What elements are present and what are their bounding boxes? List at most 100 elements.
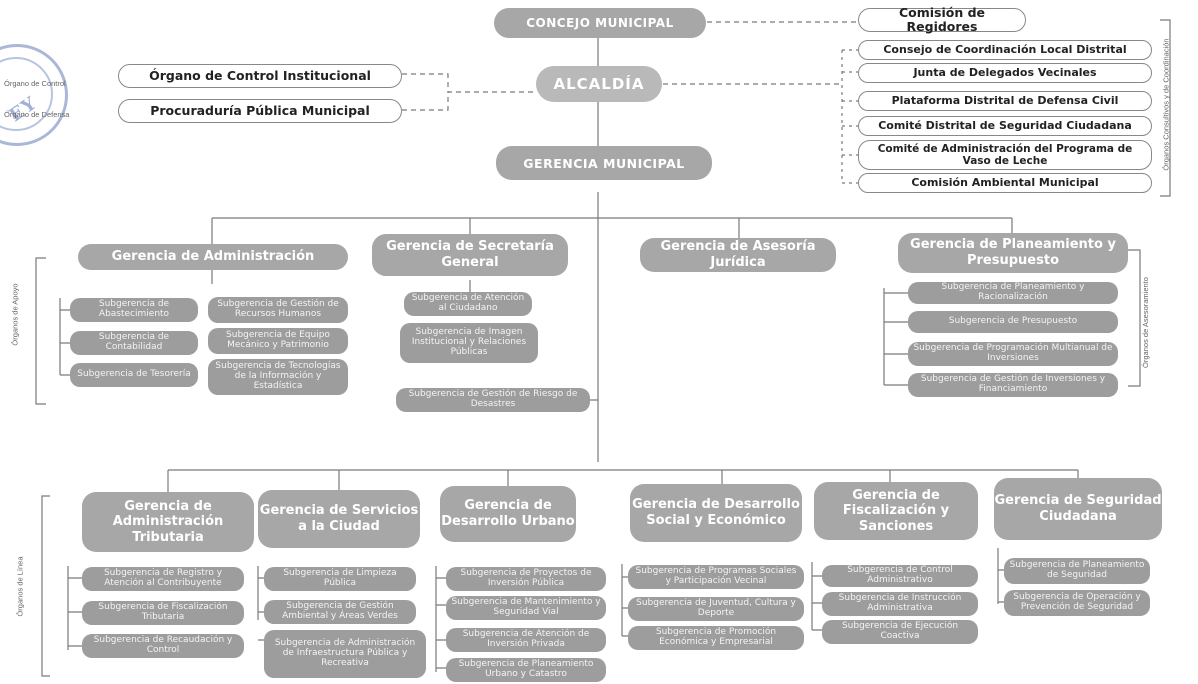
- linea-3-sub-2: Subgerencia de Promoción Económica y Emp…: [628, 626, 804, 650]
- side-label-apoyo: Órganos de Apoyo: [10, 283, 20, 346]
- procuraduria-box: Procuraduría Pública Municipal: [118, 99, 402, 123]
- gerencia-planeamiento-label: Gerencia de Planeamiento y Presupuesto: [910, 237, 1116, 268]
- gerencia-planeamiento-box: Gerencia de Planeamiento y Presupuesto: [898, 233, 1128, 273]
- level2-bus: [167, 469, 1079, 492]
- subgerencia-label: Subgerencia de Presupuesto: [948, 316, 1078, 327]
- subgerencia-label: Subgerencia de Tesorería: [77, 369, 191, 380]
- subgerencia-label: Subgerencia de Planeamiento y Racionaliz…: [941, 282, 1085, 302]
- admin-sub-4: Subgerencia de Equipo Mecánico y Patrimo…: [208, 328, 348, 354]
- subgerencia-label: Subgerencia de Gestión de Riesgo de Desa…: [408, 389, 578, 409]
- subgerencia-label: Subgerencia de Tecnologías de la Informa…: [215, 361, 341, 391]
- consultivo-item-5: Comisión Ambiental Municipal: [858, 173, 1152, 193]
- subgerencia-label: Subgerencia de Operación y Prevención de…: [1013, 592, 1141, 612]
- consultivo-item-label: Comité de Administración del Programa de…: [877, 142, 1133, 167]
- gerencia-linea-2-box: Gerencia de Desarrollo Urbano: [440, 486, 576, 542]
- subgerencia-label: Subgerencia de Proyectos de Inversión Pú…: [460, 568, 592, 588]
- subgerencia-label: Subgerencia de Ejecución Coactiva: [841, 621, 959, 641]
- planeamiento-sub-0: Subgerencia de Planeamiento y Racionaliz…: [908, 282, 1118, 304]
- gerencia-administracion-label: Gerencia de Administración: [111, 249, 315, 265]
- subgerencia-label: Subgerencia de Control Administrativo: [847, 565, 953, 585]
- oci-link: [402, 73, 536, 93]
- planeamiento-sub-3: Subgerencia de Gestión de Inversiones y …: [908, 373, 1118, 397]
- side-label-defensa: Órgano de Defensa: [4, 110, 70, 119]
- gerencia-linea-label: Gerencia de Administración Tributaria: [112, 498, 224, 545]
- subgerencia-label: Subgerencia de Registro y Atención al Co…: [103, 568, 223, 588]
- admin-sub-0: Subgerencia de Abastecimiento: [70, 298, 198, 322]
- admin-sub-1: Subgerencia de Contabilidad: [70, 331, 198, 355]
- subgerencia-label: Subgerencia de Gestión de Inversiones y …: [920, 374, 1106, 394]
- procuraduria-link: [402, 92, 449, 111]
- subgerencia-label: Subgerencia de Equipo Mecánico y Patrimo…: [226, 330, 330, 350]
- subgerencia-label: Subgerencia de Planeamiento Urbano y Cat…: [458, 659, 594, 679]
- linea-0-sub-0: Subgerencia de Registro y Atención al Co…: [82, 567, 244, 591]
- side-label-asesoria: Órganos de Asesoramiento: [1140, 277, 1150, 368]
- concejo-municipal-box: CONCEJO MUNICIPAL: [494, 8, 706, 38]
- subgerencia-label: Subgerencia de Atención de Inversión Pri…: [462, 629, 590, 649]
- linea-0-sub-1: Subgerencia de Fiscalización Tributaria: [82, 601, 244, 625]
- linea-1-sub-2: Subgerencia de Administración de Infraes…: [264, 630, 426, 678]
- consultivo-item-4: Comité de Administración del Programa de…: [858, 140, 1152, 170]
- linea-4-sub-1: Subgerencia de Instrucción Administrativ…: [822, 592, 978, 616]
- subgerencia-label: Subgerencia de Programas Sociales y Part…: [635, 566, 797, 586]
- consultivo-item-2: Plataforma Distrital de Defensa Civil: [858, 91, 1152, 111]
- consultivo-item-0: Consejo de Coordinación Local Distrital: [858, 40, 1152, 60]
- linea-4-sub-0: Subgerencia de Control Administrativo: [822, 565, 978, 587]
- side-label-linea: Órganos de Línea: [15, 556, 25, 617]
- gerencia-linea-1-box: Gerencia de Servicios a la Ciudad: [258, 490, 420, 548]
- linea-5-sub-1: Subgerencia de Operación y Prevención de…: [1004, 590, 1150, 616]
- secretaria-sub-2: Subgerencia de Gestión de Riesgo de Desa…: [396, 388, 590, 412]
- linea-5-sub-0: Subgerencia de Planeamiento de Seguridad: [1004, 558, 1150, 584]
- concejo-municipal-label: CONCEJO MUNICIPAL: [526, 15, 674, 30]
- subgerencia-label: Subgerencia de Planeamiento de Seguridad: [1009, 560, 1145, 580]
- subgerencia-label: Subgerencia de Mantenimiento y Seguridad…: [451, 597, 601, 617]
- procuraduria-label: Procuraduría Pública Municipal: [150, 102, 370, 118]
- linea-1-sub-1: Subgerencia de Gestión Ambiental y Áreas…: [264, 600, 416, 624]
- gerencia-linea-0-box: Gerencia de Administración Tributaria: [82, 492, 254, 552]
- linea-2-sub-0: Subgerencia de Proyectos de Inversión Pú…: [446, 567, 606, 591]
- consultivo-item-label: Comisión Ambiental Municipal: [911, 175, 1099, 189]
- consultivo-item-label: Plataforma Distrital de Defensa Civil: [891, 93, 1119, 107]
- subgerencia-label: Subgerencia de Promoción Económica y Emp…: [655, 627, 777, 647]
- secretaria-sub-lines: [469, 280, 598, 401]
- subgerencia-label: Subgerencia de Fiscalización Tributaria: [98, 602, 228, 622]
- consultivo-item-label: Junta de Delegados Vecinales: [913, 65, 1097, 79]
- consultivo-item-3: Comité Distrital de Seguridad Ciudadana: [858, 116, 1152, 136]
- subgerencia-label: Subgerencia de Contabilidad: [98, 332, 170, 352]
- gerencia-linea-label: Gerencia de Seguridad Ciudadana: [994, 493, 1162, 524]
- subgerencia-label: Subgerencia de Programación Multianual d…: [913, 343, 1113, 363]
- gerencia-linea-label: Gerencia de Desarrollo Urbano: [441, 498, 575, 529]
- planeamiento-sub-1: Subgerencia de Presupuesto: [908, 311, 1118, 333]
- asesoria-bracket: [1128, 249, 1141, 387]
- gerencia-linea-4-box: Gerencia de Fiscalización y Sanciones: [814, 482, 978, 540]
- subgerencia-label: Subgerencia de Juventud, Cultura y Depor…: [636, 598, 796, 618]
- linea-bracket: [41, 495, 50, 677]
- side-label-consultivos: Órganos Consultivos y de Coordinación: [1161, 38, 1171, 171]
- gerencia-municipal-label: GERENCIA MUNICIPAL: [523, 155, 685, 171]
- subgerencia-label: Subgerencia de Gestión de Recursos Human…: [217, 299, 339, 319]
- admin-sub-5: Subgerencia de Tecnologías de la Informa…: [208, 359, 348, 395]
- planeamiento-sub-2: Subgerencia de Programación Multianual d…: [908, 342, 1118, 366]
- gerencia-asesoria-juridica-label: Gerencia de Asesoría Jurídica: [660, 239, 816, 270]
- admin-sub-2: Subgerencia de Tesorería: [70, 363, 198, 387]
- gerencia-linea-label: Gerencia de Desarrollo Social y Económic…: [632, 497, 800, 528]
- apoyo-bracket: [35, 257, 46, 405]
- gerencia-linea-5-box: Gerencia de Seguridad Ciudadana: [994, 478, 1162, 540]
- linea-2-sub-3: Subgerencia de Planeamiento Urbano y Cat…: [446, 658, 606, 682]
- linea-3-sub-1: Subgerencia de Juventud, Cultura y Depor…: [628, 597, 804, 621]
- alcaldia-label: ALCALDÍA: [553, 75, 645, 93]
- subgerencia-label: Subgerencia de Imagen Institucional y Re…: [411, 327, 527, 357]
- consultivo-item-1: Junta de Delegados Vecinales: [858, 63, 1152, 83]
- gerencia-linea-label: Gerencia de Fiscalización y Sanciones: [842, 487, 950, 534]
- subgerencia-label: Subgerencia de Limpieza Pública: [283, 568, 397, 588]
- admin-sub-lines: [59, 266, 213, 376]
- gerencia-secretaria-label: Gerencia de Secretaría General: [386, 239, 554, 270]
- admin-sub-3: Subgerencia de Gestión de Recursos Human…: [208, 297, 348, 323]
- side-label-control: Órgano de Control: [4, 79, 66, 88]
- level1-bus: [211, 217, 1013, 244]
- gerencia-administracion-box: Gerencia de Administración: [78, 244, 348, 270]
- subgerencia-label: Subgerencia de Atención al Ciudadano: [411, 293, 525, 313]
- linea-2-sub-2: Subgerencia de Atención de Inversión Pri…: [446, 628, 606, 652]
- planeamiento-sub-lines: [883, 288, 908, 386]
- comision-regidores-box: Comisión de Regidores: [858, 5, 1026, 34]
